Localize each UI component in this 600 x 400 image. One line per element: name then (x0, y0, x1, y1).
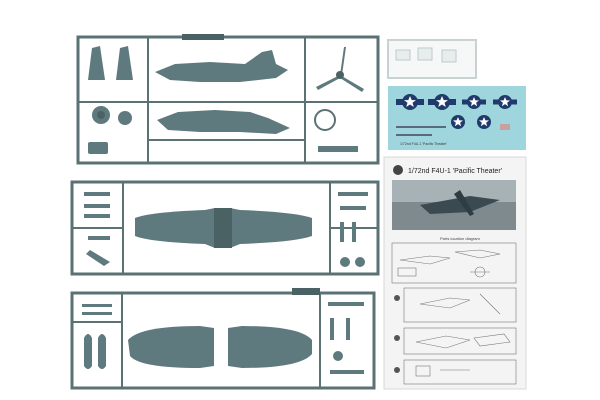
star-insignia-decal (493, 95, 517, 109)
upper-wing-right-part (228, 326, 312, 368)
stabilizer-part (116, 46, 133, 80)
star-insignia-decal (428, 94, 456, 110)
star-insignia-decal (451, 115, 465, 129)
star-insignia-decal (462, 95, 486, 109)
parts-diagram-label: Parts location diagram (440, 236, 480, 241)
sprue-frame-top (76, 34, 380, 165)
drop-tank-part (84, 334, 92, 369)
small-parts-cluster (338, 192, 368, 267)
wheel-part (118, 111, 132, 125)
instruction-title: 1/72nd F4U-1 'Pacific Theater' (408, 168, 502, 175)
fuselage-half-part (157, 110, 290, 134)
star-insignia-decal (396, 94, 424, 110)
decal-sheet: 1/72nd F4U-1 'Pacific Theater' (388, 86, 526, 150)
brand-logo (393, 165, 403, 175)
star-insignia-decal (477, 115, 491, 129)
engine-part (92, 106, 110, 124)
drop-tank-part (98, 334, 106, 369)
instruction-sheet: 1/72nd F4U-1 'Pacific Theater' Parts loc… (383, 156, 527, 390)
small-parts-cluster (328, 302, 364, 374)
decal-sheet-caption: 1/72nd F4U-1 'Pacific Theater' (400, 142, 447, 146)
upper-wing-left-part (128, 326, 214, 368)
fuselage-half-part (155, 50, 288, 82)
sprue-frame-middle (70, 180, 380, 276)
clear-parts-sprue (387, 39, 477, 79)
sprue-frame-bottom (70, 288, 376, 390)
assembly-step-diagram (394, 327, 517, 355)
landing-gear-part (84, 192, 110, 266)
parts-diagram (391, 242, 517, 284)
assembly-step-diagram (394, 359, 517, 385)
propeller-part (316, 47, 364, 92)
stabilizer-part (88, 46, 105, 80)
canopy-ring-part (314, 109, 336, 131)
box-art-image (392, 180, 516, 230)
assembly-step-diagram (394, 287, 517, 323)
